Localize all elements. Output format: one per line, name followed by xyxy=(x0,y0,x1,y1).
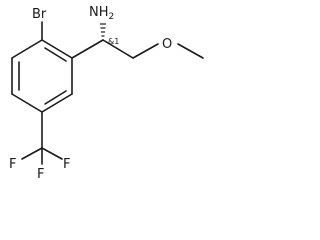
bond-chiral-ch2 xyxy=(102,39,134,59)
bond-c2-chiral xyxy=(71,39,104,59)
ring-bond-c1-c2 xyxy=(41,39,73,59)
bonds xyxy=(11,21,204,165)
atom-o-label: O xyxy=(162,37,172,52)
atom-br-label: Br xyxy=(32,7,47,22)
bond-cf3-f-right xyxy=(41,147,63,160)
hashed-wedge-chiral-nh2 xyxy=(100,23,106,37)
bond-o-ch3 xyxy=(177,43,204,59)
atom-nh2-label: NH2 xyxy=(89,5,114,22)
ring-bond-c3-c4 xyxy=(41,93,73,113)
bond-ch2-o xyxy=(132,43,159,59)
bond-cf3-f-left xyxy=(21,147,43,160)
ring-bond-c6-c1 xyxy=(11,39,43,59)
ring-double-c3-c4 xyxy=(44,90,67,105)
ring-double-c1-c2 xyxy=(44,47,67,62)
stereo-label: &1 xyxy=(108,37,119,46)
atom-f-left-label: F xyxy=(9,157,16,172)
atom-f-top-label: F xyxy=(37,167,44,182)
atom-f-right-label: F xyxy=(63,157,70,172)
atom-nh2-main: NH xyxy=(89,5,109,20)
ring-bond-c4-c5 xyxy=(11,93,43,113)
atom-nh2-sub: 2 xyxy=(109,12,115,22)
structure-svg: Br NH2 &1 O F F F xyxy=(9,5,204,182)
molecule-diagram: Br NH2 &1 O F F F xyxy=(9,5,204,182)
